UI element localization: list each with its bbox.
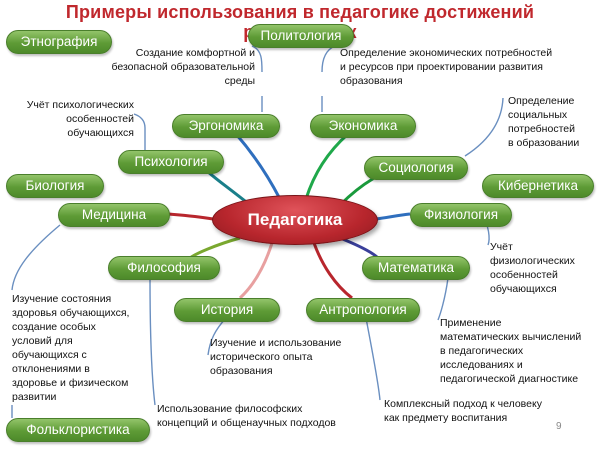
node-biology: Биология — [6, 174, 104, 198]
note-economics: Определение экономических потребностей и… — [340, 47, 553, 87]
node-ethnography: Этнография — [6, 30, 112, 54]
center-node: Педагогика — [212, 195, 378, 245]
link-sociology-note — [464, 97, 504, 157]
link-anthropology-note — [365, 317, 381, 401]
note-ergonomics: Создание комфортной и безопасной образов… — [111, 47, 255, 87]
spoke-mathematics — [339, 236, 380, 260]
node-psychology: Психология — [118, 150, 224, 174]
node-folkloristics: Фольклористика — [6, 418, 150, 442]
link-medicine-note — [11, 224, 61, 291]
spoke-economics — [304, 132, 349, 200]
note-physiology: Учёт физиологических особенностей обучаю… — [490, 241, 575, 295]
node-mathematics: Математика — [362, 256, 470, 280]
spoke-history — [238, 242, 274, 300]
page-number: 9 — [556, 421, 562, 432]
node-sociology: Социология — [364, 156, 468, 180]
spoke-medicine — [167, 212, 214, 221]
node-physiology: Физиология — [410, 203, 512, 227]
note-sociology: Определение социальных потребностей в об… — [508, 95, 580, 149]
link-math-note — [437, 277, 449, 321]
node-ergonomics: Эргономика — [172, 114, 280, 138]
spoke-physiology — [375, 212, 411, 221]
node-economics: Экономика — [310, 114, 416, 138]
spoke-philosophy — [189, 236, 241, 260]
node-medicine: Медицина — [58, 203, 170, 227]
node-anthropology: Антропология — [306, 298, 420, 322]
note-anthropology: Комплексный подход к человеку как предме… — [384, 398, 542, 424]
node-cybernetics: Кибернетика — [482, 174, 594, 198]
link-ergonomics-note — [251, 45, 263, 112]
note-mathematics: Применение математических вычислений в п… — [440, 317, 582, 385]
spoke-ergonomics — [234, 133, 282, 200]
node-politology: Политология — [248, 24, 354, 48]
link-psychology-note — [133, 113, 146, 152]
link-economics-note — [321, 45, 336, 112]
spoke-anthropology — [312, 242, 353, 300]
note-psychology: Учёт психологических особенностей обучаю… — [26, 99, 134, 139]
note-philosophy: Использование философских концепций и об… — [157, 403, 336, 429]
note-history: Изучение и использование исторического о… — [210, 337, 342, 377]
node-philosophy: Философия — [108, 256, 220, 280]
node-history: История — [174, 298, 280, 322]
note-medicine: Изучение состояния здоровья обучающихся,… — [12, 293, 130, 403]
link-philosophy-note — [149, 277, 156, 406]
